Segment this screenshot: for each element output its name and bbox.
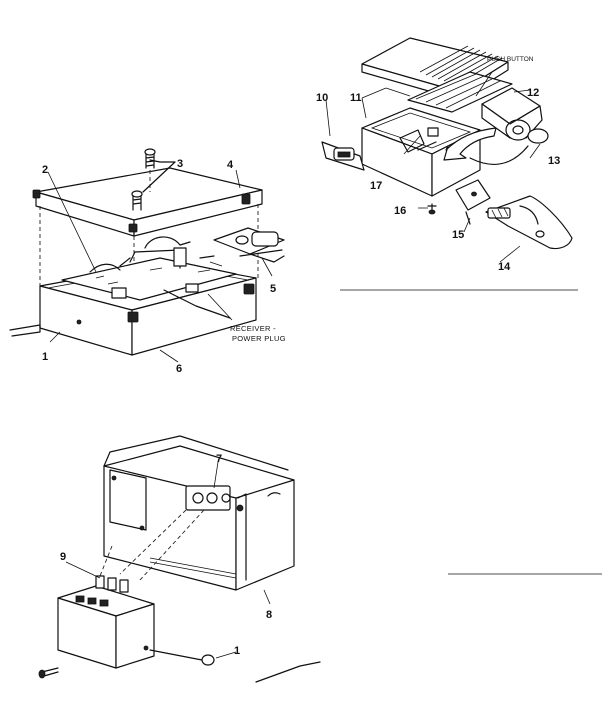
callout-17: 17 — [370, 180, 382, 192]
receiver-box-diagram — [38, 435, 602, 683]
callout-16: 16 — [394, 205, 406, 217]
callout-13: 13 — [548, 155, 560, 167]
belt-strap-part — [485, 195, 573, 250]
main-unit-diagram — [9, 148, 285, 363]
power-cord — [9, 324, 41, 337]
receiver-module-part — [57, 575, 215, 669]
callout-4: 4 — [227, 159, 234, 171]
battery-part — [469, 87, 549, 165]
callout-2: 2 — [42, 164, 48, 176]
push-button-part — [361, 37, 513, 113]
callout-1-cord: 1 — [42, 351, 48, 363]
receiver-housing-part — [103, 435, 295, 591]
transmitter-diagram — [321, 37, 578, 291]
push-button-label: PUSH BUTTON — [487, 56, 534, 63]
bracket-part — [213, 227, 285, 263]
callout-11: 11 — [350, 92, 362, 104]
insert-arrow — [443, 127, 497, 161]
callout-5: 5 — [270, 283, 276, 295]
callout-9: 9 — [60, 551, 66, 563]
callout-14: 14 — [498, 261, 511, 273]
screw-part — [131, 148, 176, 211]
callout-10: 10 — [316, 92, 328, 104]
callout-12: 12 — [527, 87, 539, 99]
callout-7: 7 — [216, 453, 222, 465]
callout-1-module: 1 — [234, 645, 240, 657]
callout-15: 15 — [452, 229, 464, 241]
callout-8: 8 — [266, 609, 272, 621]
callout-6: 6 — [176, 363, 182, 375]
receiver-label-line1: RECEIVER - — [230, 324, 276, 333]
cover-part — [32, 167, 263, 237]
receiver-label-line2: POWER PLUG — [232, 334, 286, 343]
antenna-clip-part — [321, 141, 365, 171]
housing-screw-part — [427, 203, 437, 215]
circuit-board-part — [61, 236, 237, 319]
callout-3: 3 — [177, 158, 183, 170]
module-screw-part — [38, 667, 59, 679]
spring-clip-part — [455, 179, 491, 225]
